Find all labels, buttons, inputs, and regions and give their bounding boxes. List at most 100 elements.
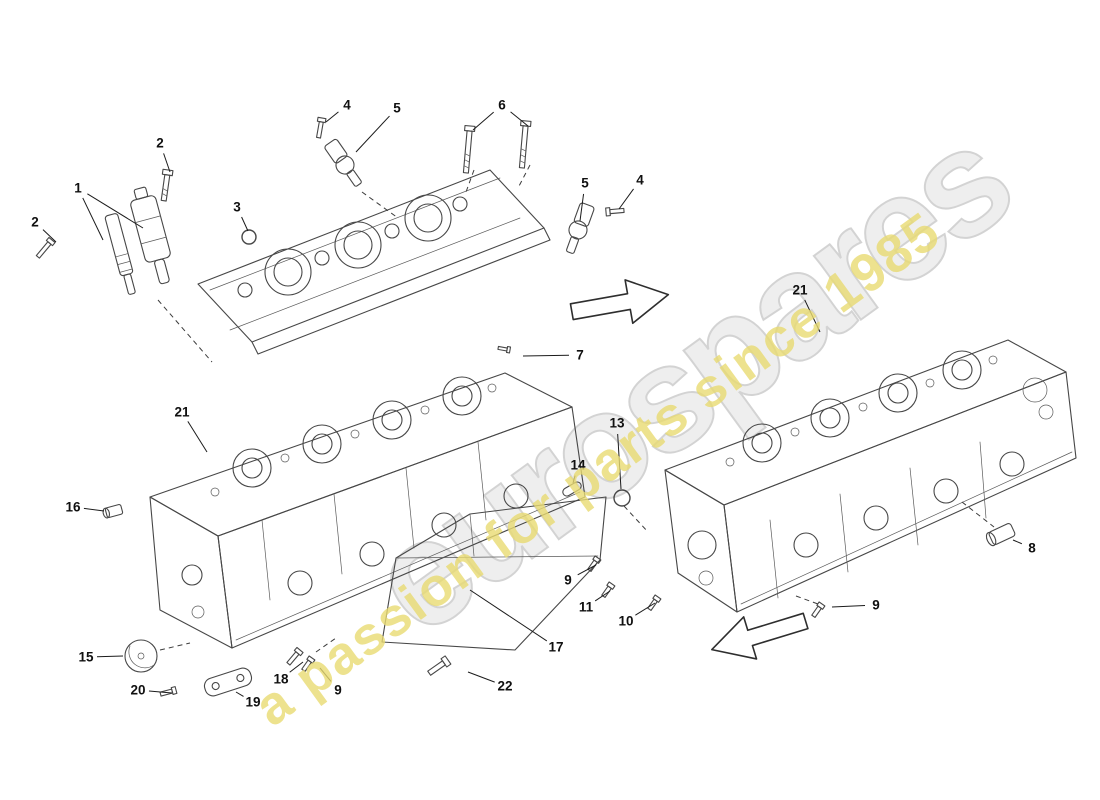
part-number-label[interactable]: 14 [570,458,586,473]
part-callout-3[interactable]: 3 [233,200,249,232]
part-16-plug-drawing [102,503,124,519]
watermark-tagline: a passion for parts since 1985 [244,201,952,738]
callout-leader-line [804,299,821,333]
part-number-label[interactable]: 5 [393,101,401,116]
callout-leader-line [83,507,105,512]
callout-leader-line [572,475,576,484]
callout-leader-line [96,655,124,658]
part-callout-22[interactable]: 22 [467,671,513,694]
part-callout-14[interactable]: 14 [570,458,586,484]
part-callout-19[interactable]: 19 [235,691,261,710]
callout-leader-line [241,216,249,232]
part-callout-7[interactable]: 7 [522,348,584,363]
callout-leader-line [1012,539,1023,545]
part-4-bolt-drawing [316,116,327,139]
part-number-label[interactable]: 6 [498,98,506,113]
part-number-label[interactable]: 7 [576,348,584,363]
part-22-bolt-drawing [427,655,452,676]
part-callout-2[interactable]: 2 [156,136,171,173]
part-number-label[interactable]: 13 [609,416,625,431]
part-callout-13[interactable]: 13 [609,416,625,490]
part-number-label[interactable]: 16 [65,500,81,515]
part-number-label[interactable]: 4 [636,173,644,188]
part-number-label[interactable]: 9 [334,683,342,698]
part-callout-17[interactable]: 17 [469,589,564,655]
part-number-label[interactable]: 22 [497,679,512,694]
part-number-label[interactable]: 9 [872,598,880,613]
part-number-label[interactable]: 4 [343,98,351,113]
part-number-label[interactable]: 5 [581,176,589,191]
callout-leader-line [148,690,173,694]
part-2-bolt-drawing [35,236,56,259]
part-number-label[interactable]: 21 [792,283,808,298]
part-number-label[interactable]: 10 [618,614,633,629]
left-cylinder-head-drawing [149,372,586,649]
part-callout-5[interactable]: 5 [579,176,589,222]
part-callout-15[interactable]: 15 [78,650,124,665]
part-callout-9[interactable]: 9 [319,667,342,698]
part-number-label[interactable]: 9 [564,573,572,588]
part-number-label[interactable]: 2 [31,215,39,230]
part-13-seal-ring-drawing [613,489,631,507]
callout-leader-line [42,229,57,243]
part-callout-8[interactable]: 8 [1012,539,1036,556]
part-callout-11[interactable]: 11 [579,590,611,615]
part-callout-1[interactable]: 1 [74,181,144,241]
callout-leader-line [235,691,244,697]
callout-leader-line [831,605,866,608]
part-callout-18[interactable]: 18 [273,661,304,687]
part-number-label[interactable]: 21 [174,405,190,420]
callout-leader-line [319,667,332,682]
part-14-dowel-pin-drawing [562,481,582,497]
part-11-bolt-drawing [601,581,616,598]
part-18-stud-drawing [286,646,304,666]
callout-leader-line [617,433,622,490]
part-number-label[interactable]: 19 [245,695,260,710]
part-3-seal-ring-drawing [241,229,257,245]
part-callout-20[interactable]: 20 [130,683,173,698]
callout-leader-line [163,153,171,173]
part-callout-4[interactable]: 4 [618,173,644,210]
callout-leader-line [577,564,597,576]
callout-leader-line [87,193,144,229]
part-number-label[interactable]: 15 [78,650,94,665]
part-callout-5[interactable]: 5 [355,101,401,153]
part-6-bolt-drawing [462,125,476,174]
callout-leader-line [325,111,339,123]
part-number-label[interactable]: 8 [1028,541,1036,556]
part-20-screw-drawing [159,686,178,697]
callout-leader-line [594,590,611,602]
assembly-dashed-lines [157,164,995,653]
part-callout-21[interactable]: 21 [792,283,821,333]
callout-leader-line [618,188,634,210]
part-number-label[interactable]: 2 [156,136,164,151]
part-5-camshaft-sensor-drawing [324,138,362,187]
part-callout-4[interactable]: 4 [325,98,351,123]
valve-cover-drawing [197,169,551,355]
part-19-bracket-drawing [203,667,253,697]
part-9-bolt-drawing [587,555,602,572]
callout-leader-line [469,589,548,642]
callout-leader-line [522,354,570,357]
callout-leader-line [82,197,104,241]
part-callout-16[interactable]: 16 [65,500,105,515]
callout-leader-line [472,111,494,131]
part-number-label[interactable]: 1 [74,181,82,196]
part-callout-9[interactable]: 9 [831,598,880,613]
part-10-bolt-drawing [647,594,662,611]
part-callout-21[interactable]: 21 [174,405,208,453]
part-number-label[interactable]: 20 [130,683,145,698]
part-7-stud-drawing [497,345,512,354]
part-callout-6[interactable]: 6 [472,98,529,131]
part-number-label[interactable]: 17 [548,640,563,655]
part-callout-9[interactable]: 9 [564,564,597,588]
part-9-bolt-drawing [811,601,826,618]
part-callout-10[interactable]: 10 [618,602,656,629]
part-number-label[interactable]: 11 [579,600,594,615]
part-number-label[interactable]: 3 [233,200,241,215]
part-callout-2[interactable]: 2 [31,215,57,243]
part-number-label[interactable]: 18 [273,672,289,687]
part-5-camshaft-sensor-drawing [566,202,595,254]
part-9-bolt-drawing [301,655,316,672]
